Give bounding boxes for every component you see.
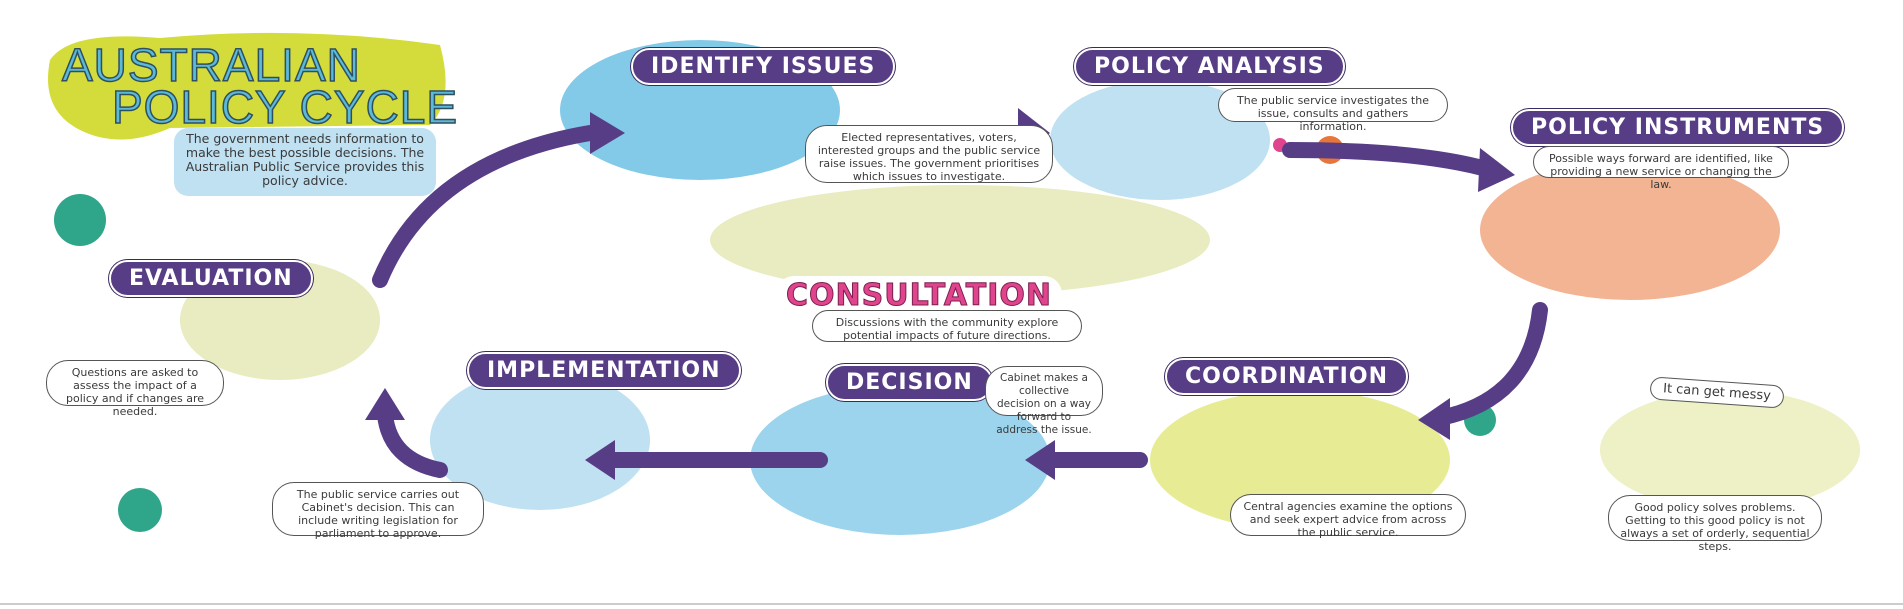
stage-analysis-text: The public service investigates the issu… — [1218, 88, 1448, 133]
title-line-1: AUSTRALIAN — [61, 39, 361, 91]
stage-coordination-text: Central agencies examine the options and… — [1230, 494, 1466, 539]
arrow-evaluation-to-identify — [372, 125, 598, 288]
arrow-analysis-to-instruments — [1282, 142, 1498, 178]
stage-instruments-label: POLICY INSTRUMENTS — [1511, 109, 1845, 146]
decision-scene — [750, 385, 1050, 535]
page-title: AUSTRALIAN POLICY CYCLE — [61, 39, 459, 133]
intro-text: The government needs information to make… — [174, 128, 436, 196]
messy-text: Good policy solves problems. Getting to … — [1608, 495, 1822, 553]
stage-implementation-text: The public service carries out Cabinet's… — [272, 482, 484, 540]
stage-coordination-label: COORDINATION — [1165, 358, 1408, 395]
stage-evaluation-label: EVALUATION — [109, 260, 313, 297]
title-blob — [48, 32, 446, 140]
stage-identify-label: IDENTIFY ISSUES — [631, 48, 896, 85]
implementation-scene — [430, 370, 650, 510]
arrow-instruments-to-coordination — [1432, 302, 1548, 426]
title-line-2: POLICY CYCLE — [111, 81, 459, 133]
stage-consultation-label: CONSULTATION — [776, 276, 1063, 315]
stage-decision-label: DECISION — [826, 364, 993, 401]
analysis-scene — [1050, 80, 1270, 200]
instruments-scene — [1480, 160, 1780, 300]
stage-analysis-label: POLICY ANALYSIS — [1074, 48, 1345, 85]
messy-scene — [1600, 390, 1860, 510]
stage-implementation-label: IMPLEMENTATION — [467, 352, 741, 389]
consultation-scene — [710, 185, 1210, 295]
stage-decision-text: Cabinet makes a collective decision on a… — [985, 366, 1103, 436]
stage-instruments-text: Possible ways forward are identified, li… — [1533, 146, 1789, 191]
stage-evaluation-text: Questions are asked to assess the impact… — [46, 360, 224, 418]
stage-identify-text: Elected representatives, voters, interes… — [805, 125, 1053, 183]
stage-consultation-text: Discussions with the community explore p… — [812, 310, 1082, 342]
arrow-implementation-to-evaluation — [377, 407, 448, 478]
